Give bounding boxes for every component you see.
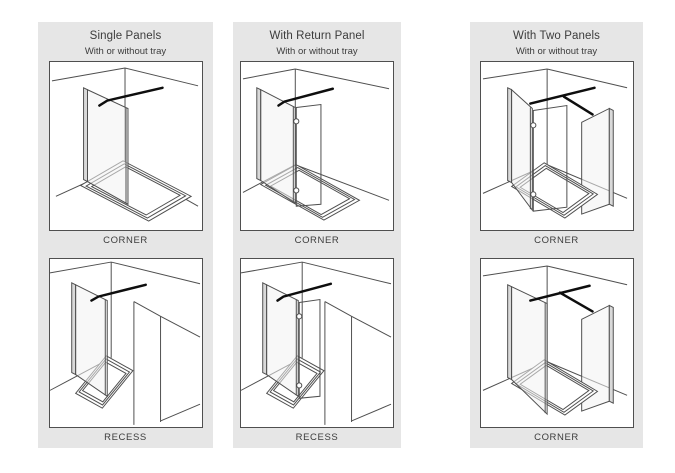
panel-wall-profile [70, 281, 76, 376]
hinge-clamp [529, 122, 536, 129]
diagram-label: RECESS [104, 432, 147, 443]
card-subtitle: With or without tray [515, 46, 598, 57]
panel-wall-profile [262, 281, 268, 376]
diagram-single-recess [48, 258, 203, 428]
support-bar [97, 86, 164, 107]
diagram-label: RECESS [295, 432, 339, 443]
diagram-label: CORNER [534, 432, 579, 443]
room-lines [49, 261, 200, 391]
card-with-return-panel: With Return Panel With or without tray C… [233, 22, 401, 448]
shower-tray [510, 162, 598, 219]
single-recess-drawing [49, 261, 200, 425]
diagram-label: CORNER [534, 235, 579, 246]
hinge-clamp [529, 191, 536, 198]
panel-right-profile [608, 304, 614, 405]
diagram-return-recess [240, 258, 394, 428]
glass-panel [266, 283, 299, 398]
support-bar [89, 283, 147, 302]
diagram-label: CORNER [103, 235, 148, 246]
single-corner-drawing [51, 67, 198, 222]
hinge-clamp [296, 313, 303, 320]
diagram-return-corner [240, 61, 394, 231]
two-panels-door-drawing [482, 68, 627, 219]
recess-wall [132, 301, 200, 425]
support-bar [528, 86, 596, 105]
room-lines [482, 68, 627, 199]
room-lines [241, 261, 392, 391]
support-bar-cross [558, 291, 594, 313]
panel-wall-profile [506, 86, 512, 184]
support-bar [276, 282, 333, 302]
return-panel [298, 299, 321, 399]
diagram-two-panels-corner [479, 258, 634, 428]
return-corner-drawing [242, 68, 390, 221]
panel-wall-profile [82, 86, 88, 183]
glass-panel [74, 283, 108, 398]
support-bar [277, 87, 335, 107]
diagram-single-corner [48, 61, 203, 231]
glass-panel-left [510, 88, 533, 212]
return-recess-drawing [241, 261, 392, 425]
diagram-two-panels-door-corner [479, 61, 634, 231]
glass-panel-left [510, 285, 548, 416]
return-panel [532, 104, 567, 212]
hinge-clamp [293, 118, 300, 125]
recess-wall [324, 301, 392, 425]
card-title: Single Panels [89, 30, 162, 42]
panel-wall-profile [256, 86, 262, 182]
card-subtitle: With or without tray [84, 46, 167, 57]
panel-right-profile [608, 107, 614, 208]
card-with-two-panels: With Two Panels With or without tray COR… [470, 22, 643, 448]
card-title: With Return Panel [269, 30, 365, 42]
diagram-label: CORNER [294, 235, 340, 246]
two-panels-drawing [482, 265, 627, 416]
hinge-clamp [296, 382, 303, 389]
support-bar-cross [562, 95, 594, 116]
glass-panel [86, 88, 128, 206]
card-single-panels: Single Panels With or without tray CORNE… [38, 22, 213, 448]
return-panel [295, 103, 322, 207]
card-subtitle: With or without tray [276, 46, 358, 57]
hinge-clamp [293, 187, 300, 194]
card-title: With Two Panels [513, 30, 600, 42]
panel-wall-profile [506, 283, 512, 381]
